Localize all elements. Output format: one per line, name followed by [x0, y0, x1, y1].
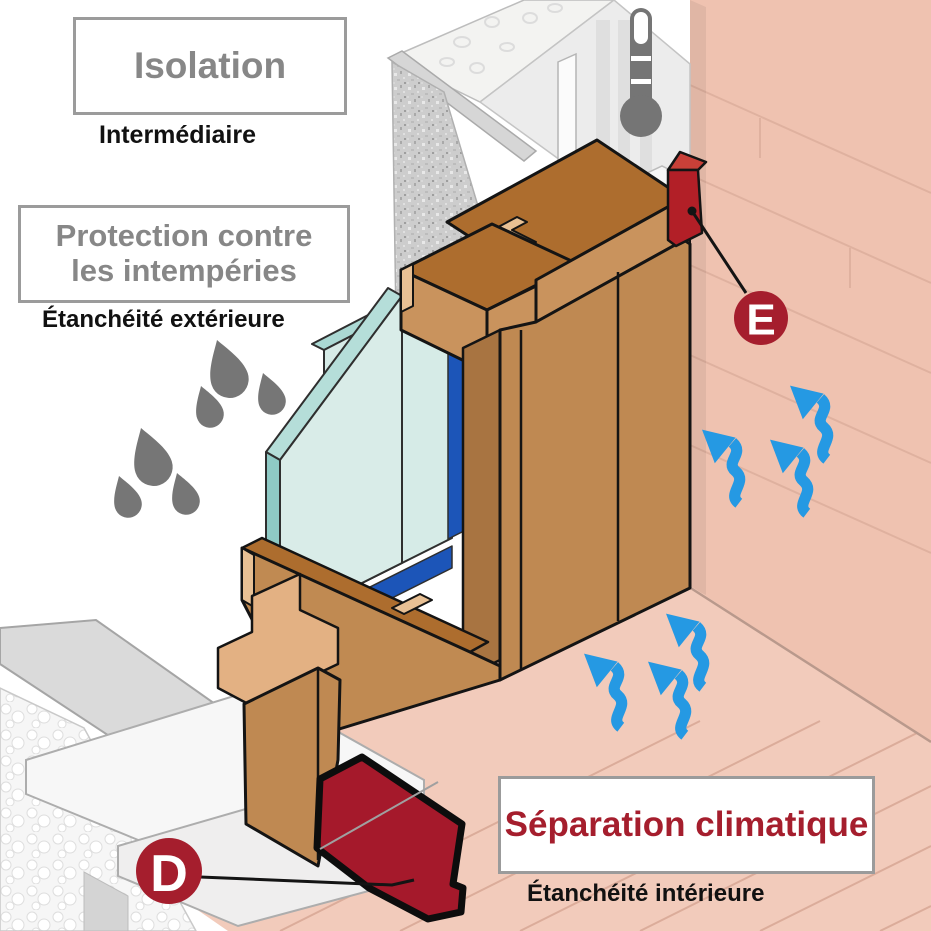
- callout-e-letter: E: [746, 296, 775, 345]
- callout-d-badge: [136, 838, 202, 904]
- separation-label-box: Séparation climatique: [498, 776, 875, 874]
- callouts: E D: [136, 206, 788, 904]
- callout-d-letter: D: [150, 845, 188, 903]
- protection-label-box: Protection contre les intempéries: [18, 205, 350, 303]
- protection-title-line2: les intempéries: [71, 253, 297, 288]
- isolation-subtitle: Intermédiaire: [99, 121, 257, 149]
- isolation-title: Isolation: [133, 45, 287, 86]
- exterior-seal-block: [666, 150, 708, 248]
- protection-title-line1: Protection contre: [55, 218, 313, 254]
- interior-wall: [690, 0, 931, 744]
- callout-e-badge: [734, 291, 788, 345]
- protection-subtitle: Étanchéité extérieure: [42, 306, 285, 333]
- thermometer-icon: [620, 8, 662, 137]
- separation-subtitle: Étanchéité intérieure: [527, 880, 765, 907]
- wood-frame: [216, 138, 692, 868]
- isolation-label-box: Isolation: [73, 17, 347, 115]
- separation-title: Séparation climatique: [504, 805, 869, 844]
- interior-seal-membrane: [313, 753, 467, 923]
